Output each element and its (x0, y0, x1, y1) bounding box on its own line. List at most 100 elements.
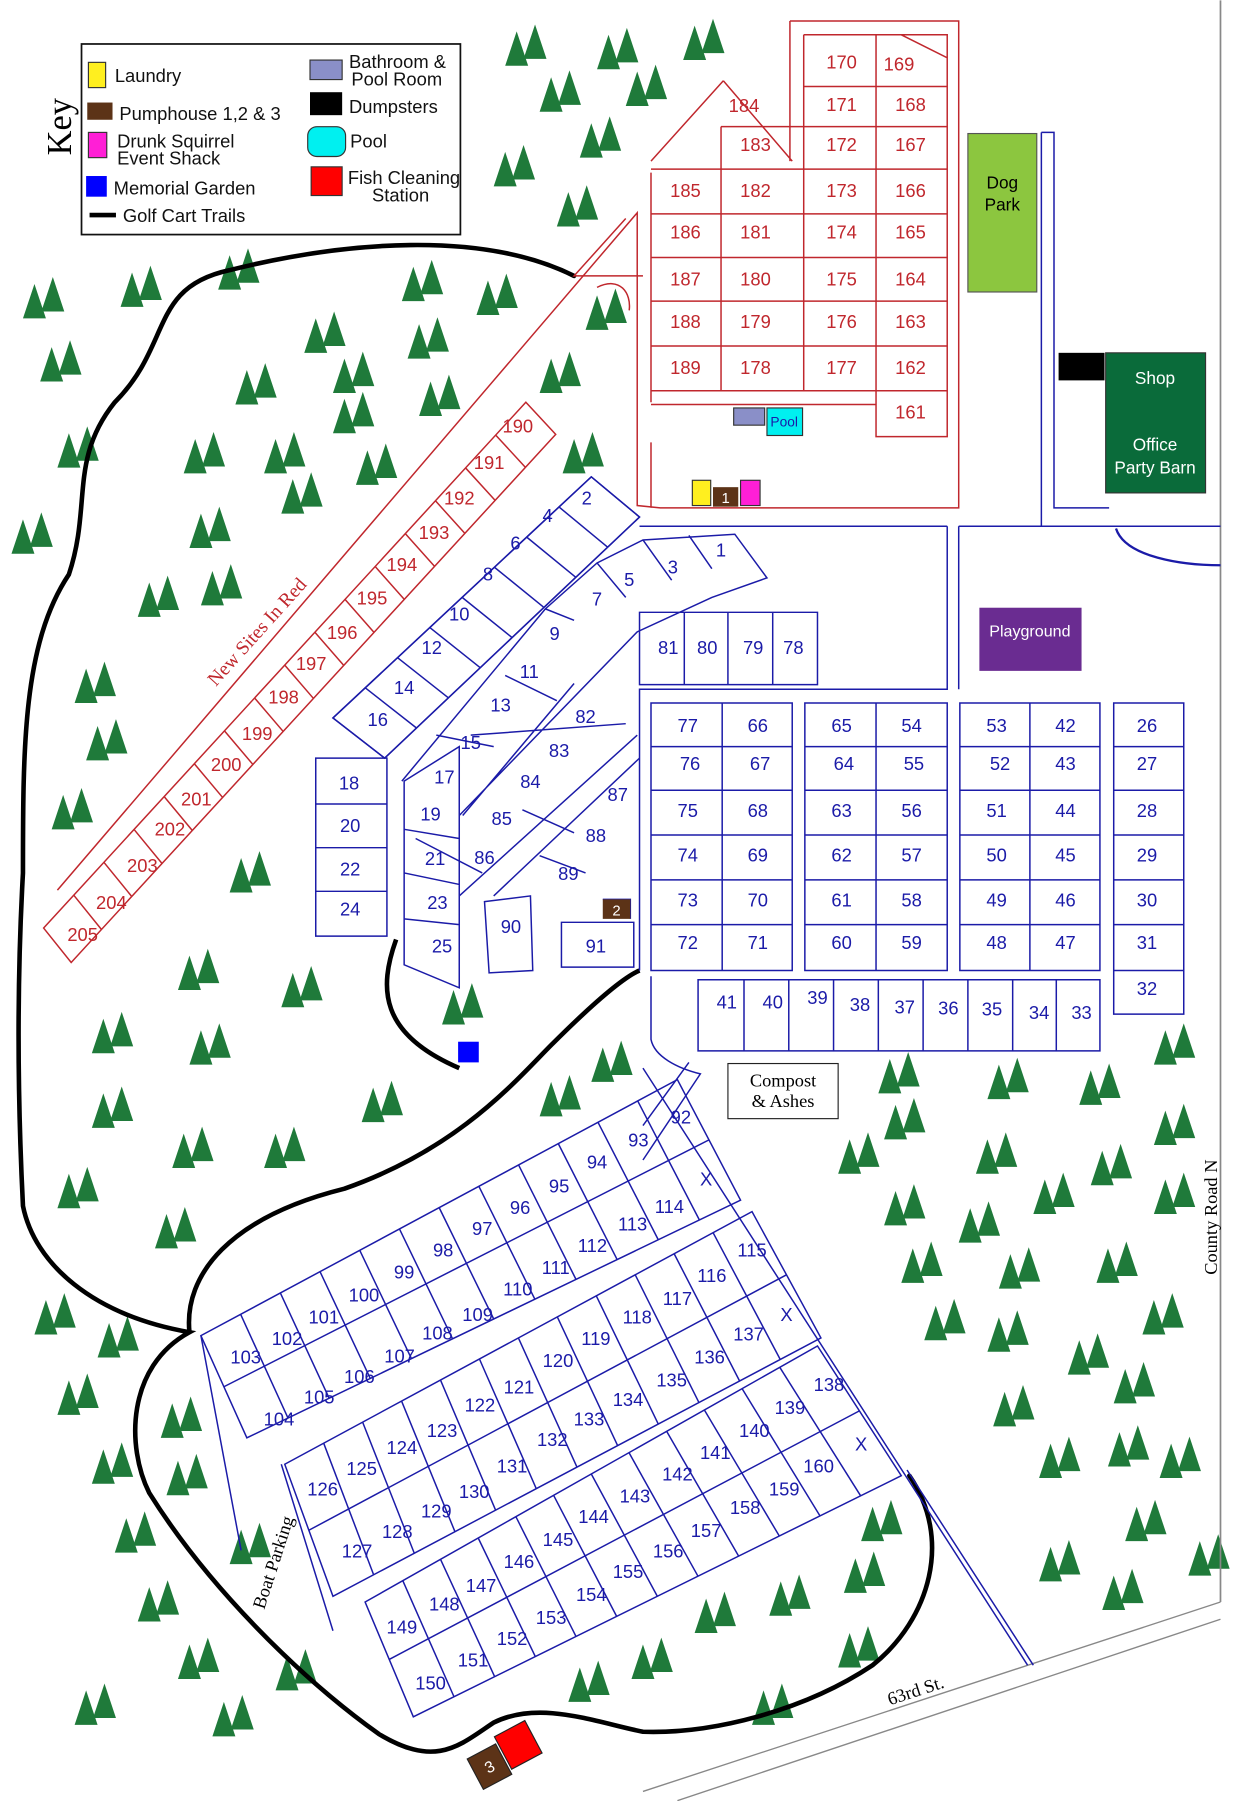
site-39[interactable]: 39 (807, 987, 827, 1008)
site-169[interactable]: 169 (884, 54, 915, 75)
site-65[interactable]: 65 (831, 715, 851, 736)
site-72[interactable]: 72 (678, 932, 698, 953)
site-181[interactable]: 181 (740, 221, 771, 242)
site-61[interactable]: 61 (831, 890, 851, 911)
site-98[interactable]: 98 (433, 1240, 453, 1261)
site-18[interactable]: 18 (339, 772, 359, 793)
site-116[interactable]: 116 (697, 1265, 726, 1286)
site-164[interactable]: 164 (895, 268, 926, 289)
site-92[interactable]: 92 (671, 1107, 691, 1128)
site-12[interactable]: 12 (421, 637, 441, 658)
site-48[interactable]: 48 (986, 932, 1006, 953)
site-55[interactable]: 55 (904, 753, 924, 774)
site-52[interactable]: 52 (990, 753, 1010, 774)
site-115[interactable]: 115 (737, 1240, 766, 1261)
site-168[interactable]: 168 (895, 94, 926, 115)
site-37[interactable]: 37 (895, 996, 915, 1017)
site-83[interactable]: 83 (549, 740, 569, 761)
site-20[interactable]: 20 (340, 815, 360, 836)
site-137[interactable]: 137 (733, 1324, 764, 1345)
site-77[interactable]: 77 (678, 715, 698, 736)
site-26[interactable]: 26 (1137, 715, 1157, 736)
site-143[interactable]: 143 (620, 1485, 651, 1506)
site-172[interactable]: 172 (826, 134, 857, 155)
site-190[interactable]: 190 (502, 415, 533, 436)
site-75[interactable]: 75 (678, 800, 698, 821)
site-7[interactable]: 7 (592, 589, 602, 610)
site-114[interactable]: 114 (655, 1196, 684, 1217)
site-44[interactable]: 44 (1055, 800, 1075, 821)
site-35[interactable]: 35 (982, 999, 1002, 1020)
site-13[interactable]: 13 (490, 694, 510, 715)
site-23[interactable]: 23 (427, 892, 447, 913)
site-128[interactable]: 128 (382, 1521, 413, 1542)
site-187[interactable]: 187 (670, 268, 701, 289)
site-38[interactable]: 38 (850, 994, 870, 1015)
site-21[interactable]: 21 (425, 848, 445, 869)
site-176[interactable]: 176 (826, 311, 857, 332)
site-154[interactable]: 154 (576, 1584, 607, 1605)
site-73[interactable]: 73 (678, 890, 698, 911)
site-95[interactable]: 95 (549, 1175, 569, 1196)
site-64[interactable]: 64 (834, 753, 854, 774)
site-155[interactable]: 155 (613, 1561, 644, 1582)
site-205[interactable]: 205 (67, 924, 98, 945)
site-88[interactable]: 88 (586, 825, 606, 846)
site-42[interactable]: 42 (1055, 715, 1075, 736)
site-40[interactable]: 40 (762, 992, 782, 1013)
site-69[interactable]: 69 (748, 845, 768, 866)
site-34[interactable]: 34 (1029, 1002, 1049, 1023)
site-49[interactable]: 49 (986, 890, 1006, 911)
site-180[interactable]: 180 (740, 268, 771, 289)
site-121[interactable]: 121 (504, 1376, 535, 1397)
site-170[interactable]: 170 (826, 51, 857, 72)
site-191[interactable]: 191 (474, 452, 505, 473)
site-145[interactable]: 145 (543, 1529, 574, 1550)
site-99[interactable]: 99 (394, 1262, 414, 1283)
site-32[interactable]: 32 (1137, 978, 1157, 999)
site-29[interactable]: 29 (1137, 845, 1157, 866)
site-58[interactable]: 58 (901, 890, 921, 911)
site-90[interactable]: 90 (501, 916, 521, 937)
site-8[interactable]: 8 (483, 563, 493, 584)
site-182[interactable]: 182 (740, 180, 771, 201)
site-156[interactable]: 156 (653, 1541, 684, 1562)
site-100[interactable]: 100 (349, 1284, 380, 1305)
site-127[interactable]: 127 (342, 1541, 373, 1562)
site-186[interactable]: 186 (670, 221, 701, 242)
site-102[interactable]: 102 (272, 1328, 303, 1349)
site-14[interactable]: 14 (394, 677, 414, 698)
site-199[interactable]: 199 (242, 723, 273, 744)
site-112[interactable]: 112 (578, 1235, 607, 1256)
site-189[interactable]: 189 (670, 357, 701, 378)
site-178[interactable]: 178 (740, 357, 771, 378)
site-138[interactable]: 138 (814, 1374, 845, 1395)
site-160[interactable]: 160 (803, 1456, 834, 1477)
site-141[interactable]: 141 (700, 1442, 731, 1463)
site-194[interactable]: 194 (387, 554, 418, 575)
site-162[interactable]: 162 (895, 357, 926, 378)
site-139[interactable]: 139 (775, 1397, 806, 1418)
site-203[interactable]: 203 (127, 855, 158, 876)
site-173[interactable]: 173 (826, 180, 857, 201)
site-15[interactable]: 15 (461, 732, 481, 753)
site-31[interactable]: 31 (1137, 932, 1157, 953)
site-96[interactable]: 96 (510, 1197, 530, 1218)
site-120[interactable]: 120 (543, 1350, 574, 1371)
site-152[interactable]: 152 (497, 1628, 528, 1649)
site-119[interactable]: 119 (581, 1328, 610, 1349)
site-25[interactable]: 25 (432, 935, 452, 956)
site-86[interactable]: 86 (474, 847, 494, 868)
site-111[interactable]: 111 (542, 1257, 570, 1278)
site-78[interactable]: 78 (783, 637, 803, 658)
site-43[interactable]: 43 (1055, 753, 1075, 774)
site-184[interactable]: 184 (729, 95, 760, 116)
site-126[interactable]: 126 (307, 1479, 338, 1500)
site-105[interactable]: 105 (304, 1387, 335, 1408)
site-63[interactable]: 63 (831, 800, 851, 821)
site-153[interactable]: 153 (536, 1607, 567, 1628)
site-123[interactable]: 123 (427, 1420, 458, 1441)
site-19[interactable]: 19 (420, 803, 440, 824)
site-16[interactable]: 16 (368, 709, 388, 730)
site-9[interactable]: 9 (549, 623, 559, 644)
